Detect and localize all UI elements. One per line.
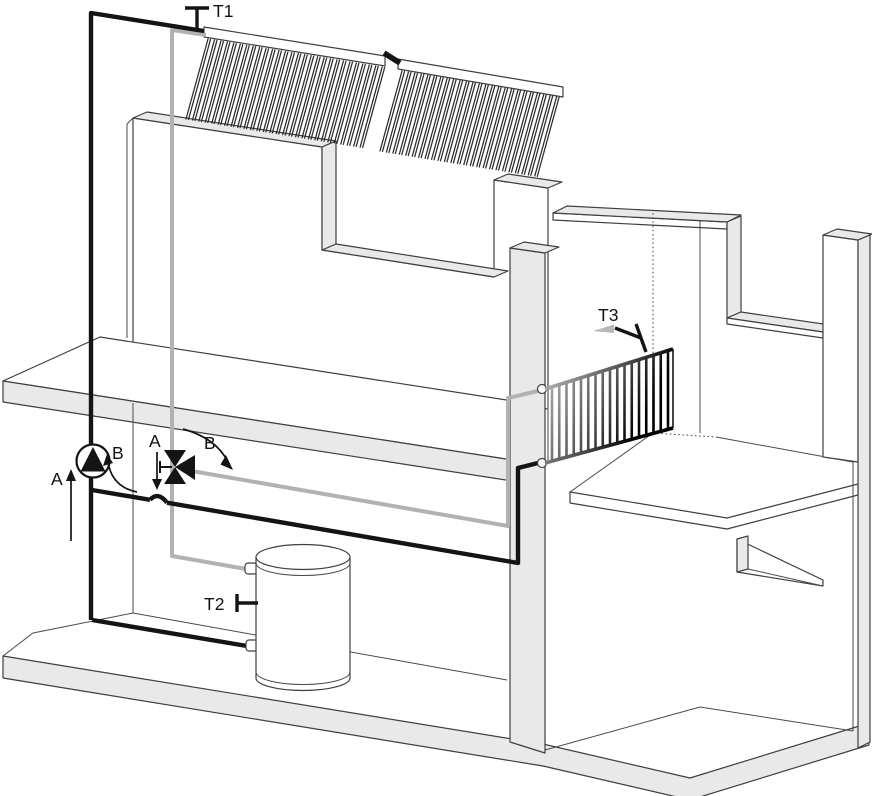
pump-flow-a-label: A xyxy=(51,469,63,489)
window-jamb xyxy=(726,215,742,319)
attic-wall xyxy=(126,111,563,410)
pipe-solar-return-riser xyxy=(88,10,205,620)
right-wall-outer-face xyxy=(857,234,871,749)
tower-wall xyxy=(509,241,560,754)
upper-room-floor-slab xyxy=(569,483,859,530)
tank-top-rim xyxy=(255,562,351,576)
collector-tubes xyxy=(185,38,386,149)
panel-interconnect xyxy=(382,50,402,66)
collector-panel-2 xyxy=(379,58,564,177)
solar-collector-array xyxy=(185,26,564,177)
radiator-bottom-rail xyxy=(544,426,674,465)
sensor-t2: T2 xyxy=(204,594,258,614)
valve-port-a-label: A xyxy=(149,431,161,451)
temperature-sensor-icon xyxy=(614,326,642,340)
storage-tank xyxy=(244,543,351,692)
niche-window xyxy=(736,535,824,587)
sensor-t2-label: T2 xyxy=(204,594,224,614)
sensor-t1: T1 xyxy=(185,1,233,29)
radiator-tubes xyxy=(550,350,670,462)
pipe-crossover-bridge xyxy=(148,493,169,505)
flow-annotations: A B A B xyxy=(51,428,233,541)
tank-top xyxy=(255,543,351,571)
ceiling-slab xyxy=(552,205,742,230)
floor-left-edge xyxy=(569,432,654,493)
three-way-valve-icon xyxy=(164,450,186,467)
lower-room-interior xyxy=(544,462,854,751)
tank-bottom-rim xyxy=(255,671,351,685)
radiator-top-rail xyxy=(544,347,674,391)
piping xyxy=(88,10,543,649)
collector-panel-1 xyxy=(185,26,386,149)
hidden-edge-floor xyxy=(652,432,717,438)
valve-port-b-label: B xyxy=(204,433,216,453)
flow-arrow-gray xyxy=(593,324,614,333)
pipe-tank-return xyxy=(91,617,248,649)
sensor-t1-label: T1 xyxy=(213,1,233,21)
collector-manifold xyxy=(397,58,564,98)
pipe-radiator-supply xyxy=(185,388,543,528)
pipe-solar-supply xyxy=(170,28,247,571)
house-structure xyxy=(2,111,872,796)
tank-body xyxy=(255,556,351,692)
sensor-t3: T3 xyxy=(593,305,648,353)
ground-floor-slab xyxy=(2,612,870,796)
radiator xyxy=(544,347,674,465)
pump-flow-b-arrow xyxy=(107,461,138,493)
right-pillar xyxy=(822,234,859,463)
right-pillar-cap xyxy=(822,228,872,241)
pump-flow-b-label: B xyxy=(112,443,124,463)
pump xyxy=(75,443,111,479)
pipe-radiator-return-2 xyxy=(166,459,543,566)
three-way-valve xyxy=(159,450,195,484)
sensor-t3-label: T3 xyxy=(598,305,618,325)
right-wall xyxy=(726,215,872,749)
pump-rotor xyxy=(80,447,106,472)
pipe-radiator-return xyxy=(91,487,151,502)
tank-inlet-stub xyxy=(244,562,258,575)
collector-tubes xyxy=(379,70,560,177)
